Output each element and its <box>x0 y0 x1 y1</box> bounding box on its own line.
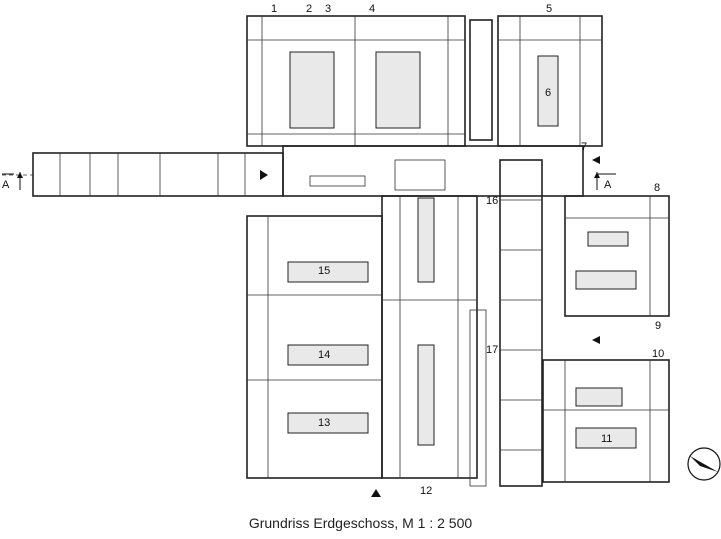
label-4: 4 <box>369 3 375 15</box>
label-8: 8 <box>654 182 660 194</box>
connecting-bridge <box>2 152 284 197</box>
label-3: 3 <box>325 3 331 15</box>
block-north-east <box>497 15 603 147</box>
block-east <box>564 195 670 317</box>
entrance-triangle-icon <box>371 489 381 497</box>
label-10: 10 <box>652 348 664 360</box>
label-11: 11 <box>601 433 612 445</box>
block-south-centre <box>381 195 478 479</box>
label-14: 14 <box>318 349 330 361</box>
label-17: 17 <box>486 344 498 356</box>
entrance-triangle-icon <box>592 336 600 344</box>
section-marker-right: A <box>594 172 616 191</box>
label-1: 1 <box>271 3 277 15</box>
label-6: 6 <box>545 87 551 99</box>
section-label-left: A <box>2 179 10 191</box>
label-7: 7 <box>581 141 587 153</box>
block-south-east <box>542 359 670 483</box>
label-13: 13 <box>318 417 330 429</box>
label-5: 5 <box>546 3 552 15</box>
label-9: 9 <box>655 320 661 332</box>
block-north-west <box>246 15 466 147</box>
plan-caption: Grundriss Erdgeschoss, M 1 : 2 500 <box>248 515 473 531</box>
label-16: 16 <box>486 195 498 207</box>
north-arrow-icon <box>687 447 721 481</box>
section-marker-left: A <box>2 172 23 191</box>
floor-plan: A A 1 2 3 4 5 6 7 8 9 10 11 12 13 14 15 … <box>2 3 721 497</box>
label-2: 2 <box>306 3 312 15</box>
entrance-triangle-icon <box>592 156 600 164</box>
label-15: 15 <box>318 265 330 277</box>
section-label-right: A <box>604 179 612 191</box>
label-12: 12 <box>420 485 432 497</box>
entrance-triangle-icon <box>260 170 268 180</box>
hall-block <box>469 159 543 487</box>
room-labels: 1 2 3 4 5 6 7 8 9 10 11 12 13 14 15 16 1… <box>271 3 664 497</box>
block-south-west <box>246 215 383 479</box>
